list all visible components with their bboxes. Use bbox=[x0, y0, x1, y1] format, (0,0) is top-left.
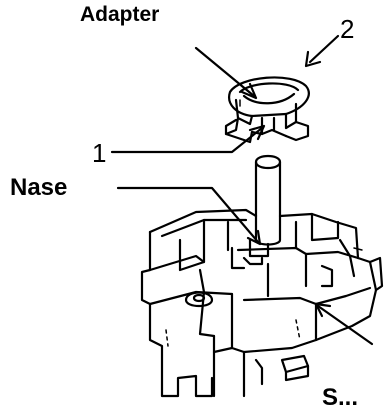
label-nase: Nase bbox=[10, 174, 68, 201]
nase-arrowhead bbox=[246, 229, 262, 246]
switch-body bbox=[140, 208, 384, 398]
pin-part bbox=[254, 154, 282, 246]
bottom-leader-line bbox=[316, 304, 374, 346]
diagram: Adapter Nase 1 2 S... bbox=[10, 3, 384, 410]
label-2: 2 bbox=[340, 14, 355, 44]
arrowhead-2 bbox=[304, 50, 322, 68]
leader-lines bbox=[110, 34, 374, 346]
arrowhead-1 bbox=[248, 124, 266, 141]
label-1: 1 bbox=[92, 138, 107, 168]
label-cut-off: S... bbox=[322, 384, 359, 411]
leader-line-2 bbox=[308, 34, 340, 64]
bottom-arrowhead bbox=[314, 302, 332, 318]
label-adapter: Adapter bbox=[80, 3, 160, 26]
adapter-leader-line bbox=[194, 46, 256, 98]
adapter-arrowhead bbox=[240, 82, 258, 100]
adapter-part bbox=[224, 76, 310, 144]
leader-line-1 bbox=[110, 126, 264, 154]
exploded-assembly-drawing bbox=[110, 34, 384, 398]
nase-leader-line bbox=[116, 186, 260, 244]
